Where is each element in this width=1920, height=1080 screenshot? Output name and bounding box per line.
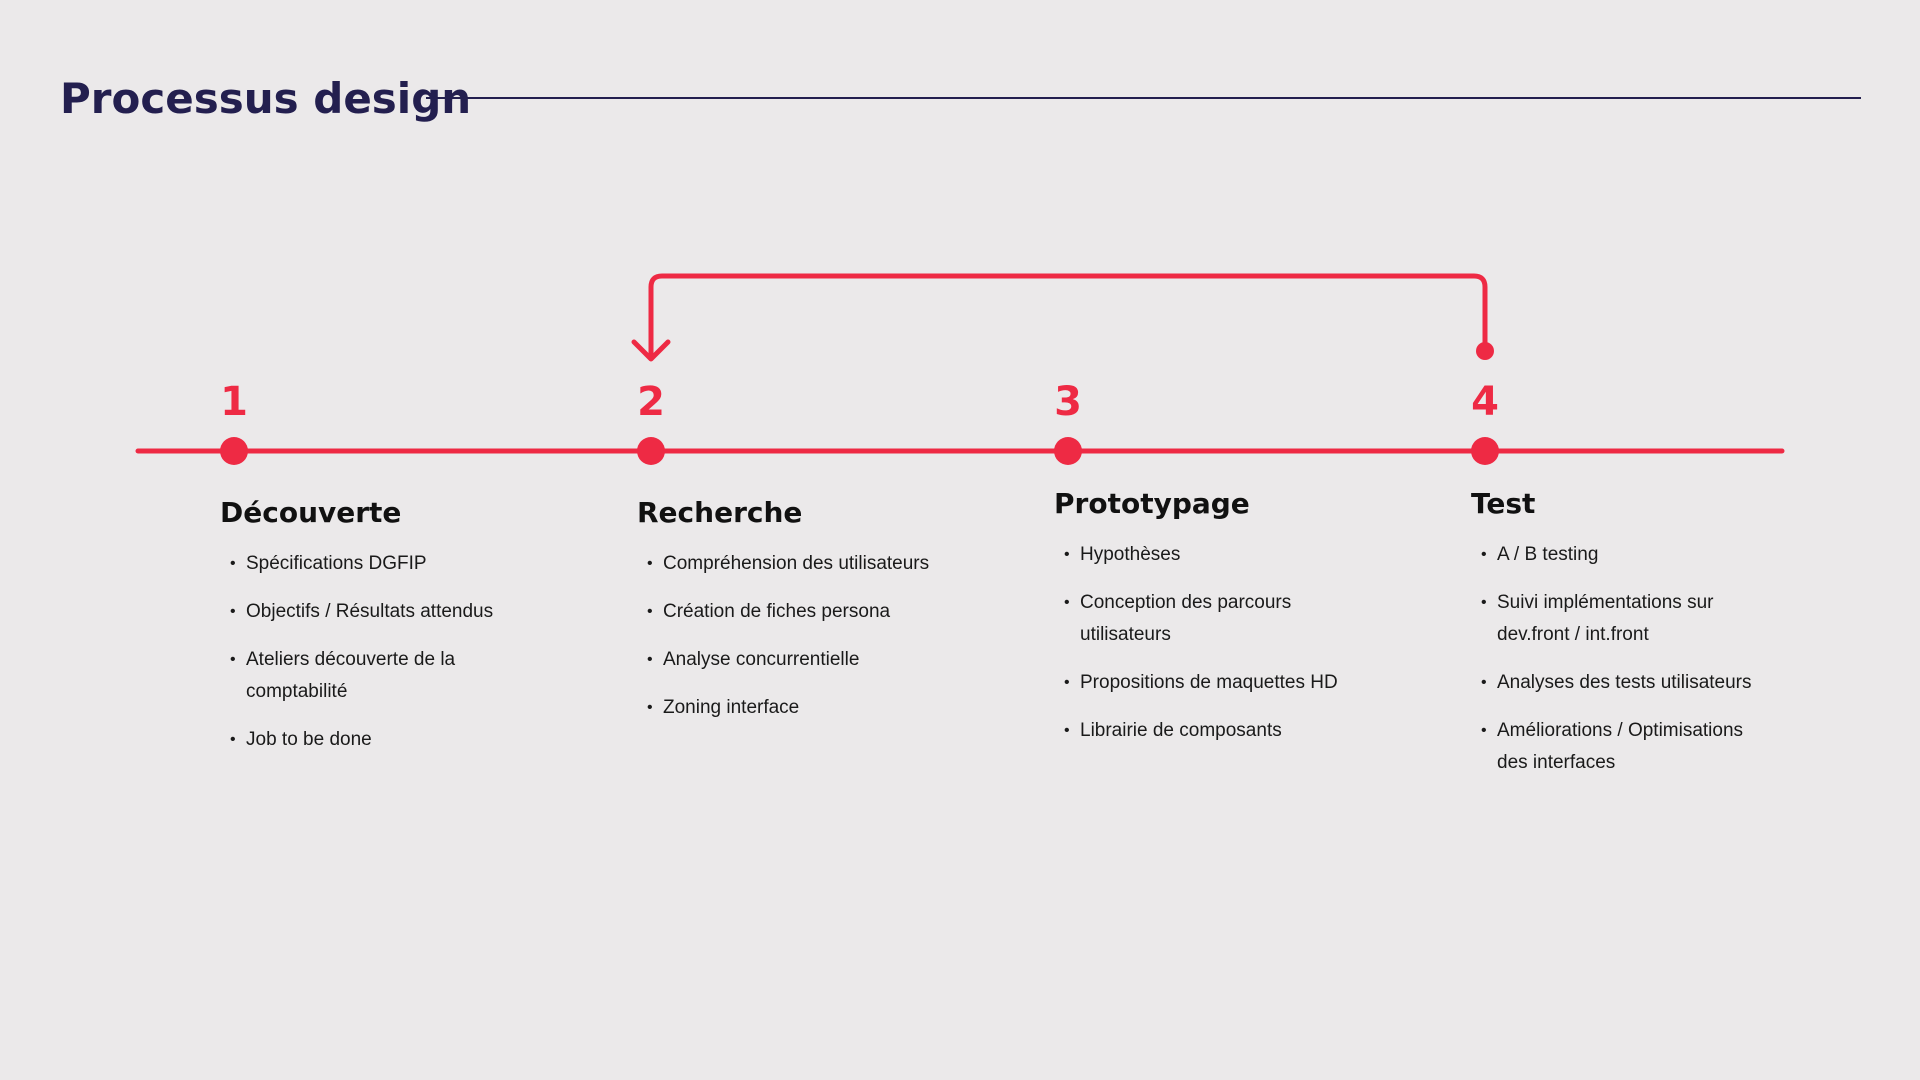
list-item: Compréhension des utilisateurs <box>647 548 957 580</box>
step-item-list: Hypothèses Conception des parcours utili… <box>1054 539 1374 747</box>
step-title: Prototypage <box>1054 487 1250 520</box>
list-item: Librairie de composants <box>1064 715 1374 747</box>
loop-start-dot <box>1476 342 1494 360</box>
list-item: Ateliers découverte de la comptabilité <box>230 644 476 708</box>
step-column-3: Prototypage Hypothèses Conception des pa… <box>1054 487 1374 763</box>
step-title: Recherche <box>637 496 803 529</box>
arrow-head-icon <box>631 339 671 362</box>
step-column-4: Test A / B testing Suivi implémentations… <box>1471 487 1791 795</box>
list-item: Zoning interface <box>647 692 957 724</box>
step-number-4: 4 <box>1471 379 1499 425</box>
list-item: A / B testing <box>1481 539 1791 571</box>
step-title: Test <box>1471 487 1536 520</box>
timeline-node-3 <box>1054 437 1082 465</box>
page-title: Processus design <box>60 74 472 123</box>
step-number-1: 1 <box>220 379 248 425</box>
title-divider <box>426 97 1861 99</box>
timeline-node-1 <box>220 437 248 465</box>
list-item: Création de fiches persona <box>647 596 957 628</box>
step-item-list: Compréhension des utilisateurs Création … <box>637 548 957 724</box>
step-column-2: Recherche Compréhension des utilisateurs… <box>637 496 957 740</box>
list-item: Spécifications DGFIP <box>230 548 540 580</box>
list-item: Job to be done <box>230 724 540 756</box>
list-item: Suivi implémentations sur dev.front / in… <box>1481 587 1737 651</box>
list-item: Conception des parcours utilisateurs <box>1064 587 1310 651</box>
timeline-node-2 <box>637 437 665 465</box>
feedback-loop-arrow <box>648 273 1488 358</box>
list-item: Hypothèses <box>1064 539 1374 571</box>
step-item-list: A / B testing Suivi implémentations sur … <box>1471 539 1791 779</box>
step-title: Découverte <box>220 496 402 529</box>
list-item: Améliorations / Optimisations des interf… <box>1481 715 1777 779</box>
list-item: Analyses des tests utilisateurs <box>1481 667 1791 699</box>
step-number-3: 3 <box>1054 379 1082 425</box>
list-item: Propositions de maquettes HD <box>1064 667 1374 699</box>
timeline-node-4 <box>1471 437 1499 465</box>
list-item: Analyse concurrentielle <box>647 644 957 676</box>
step-column-1: Découverte Spécifications DGFIP Objectif… <box>220 496 540 772</box>
step-number-2: 2 <box>637 379 665 425</box>
step-item-list: Spécifications DGFIP Objectifs / Résulta… <box>220 548 540 756</box>
list-item: Objectifs / Résultats attendus <box>230 596 540 628</box>
